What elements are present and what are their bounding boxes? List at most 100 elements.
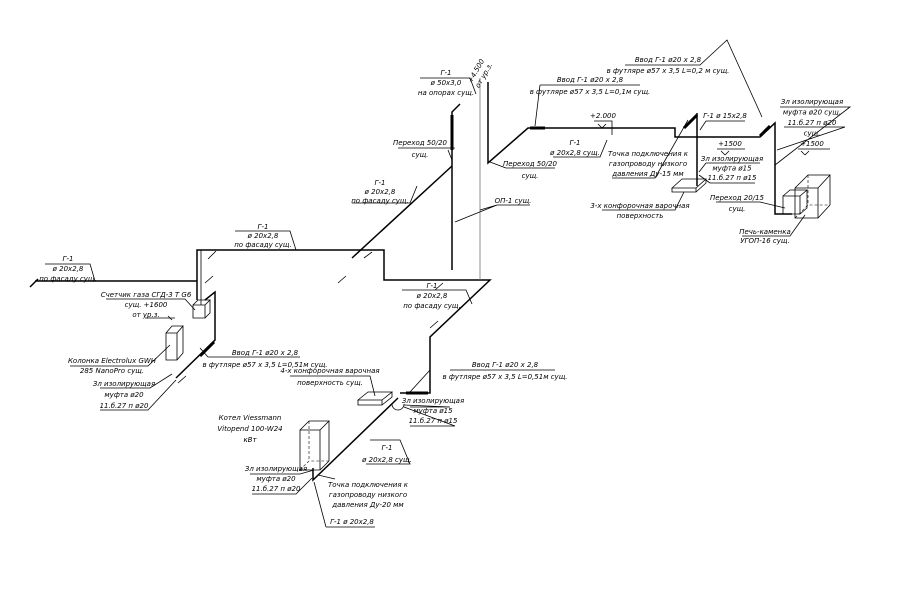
pipe-ticks bbox=[177, 250, 444, 384]
label-boiler-line: Котел Viessmann bbox=[219, 414, 282, 422]
label-pipe-mid-line: ø 20x2,8 сущ. bbox=[549, 149, 600, 157]
label-reducer-50-20-right-line: сущ. bbox=[522, 172, 539, 180]
leaders bbox=[45, 39, 852, 528]
label-insulating-coupling-2: Зл изолирующая муфта ø20 11.б.27 п ø20 bbox=[245, 465, 307, 493]
label-insulating-coupling-1-line: муфта ø20 bbox=[104, 391, 144, 399]
label-water-heater-line: 285 NanoPro сущ. bbox=[80, 367, 144, 375]
hob-4-box bbox=[356, 391, 394, 406]
label-support-pipe-line: Г-1 bbox=[441, 69, 452, 77]
label-support-op1-line: ОП-1 сущ. bbox=[495, 197, 532, 205]
label-connection-point-20-line: газопроводу низкого bbox=[329, 491, 407, 499]
label-insulating-coupling-2-line: Зл изолирующая bbox=[245, 465, 307, 473]
label-insulating-coupling-3-line: Зл изолирующая bbox=[402, 397, 464, 405]
pipe-facade-main bbox=[196, 249, 492, 394]
boiler-box bbox=[299, 420, 330, 471]
label-pipe-bottom: Г-1 ø 20x2,8 bbox=[330, 518, 374, 526]
pipe-upper-diagonal bbox=[351, 165, 453, 259]
label-elevation-2000-line: +2.000 bbox=[590, 112, 616, 120]
label-sauna-stove-line: Печь-каменка bbox=[739, 228, 791, 236]
label-facade-pipe-top-line: по фасаду сущ. bbox=[234, 241, 292, 249]
label-inlet-4: Ввод Г-1 ø20 x 2,8в футляре ø57 x 3,5 L=… bbox=[607, 56, 730, 75]
label-reducer-20-15-line: сущ. bbox=[729, 205, 746, 213]
label-insulating-coupling-2-line: муфта ø20 bbox=[256, 475, 296, 483]
label-hob-3-line: 3-х конфорочная варочная bbox=[590, 202, 689, 210]
label-pipe-diagonal-line: ø 20x2,8 сущ. bbox=[361, 456, 412, 464]
label-facade-pipe-top-line: ø 20x2,8 bbox=[247, 232, 279, 240]
valve-arc bbox=[391, 403, 405, 411]
label-elevation-1500-a: +1500 bbox=[718, 140, 742, 148]
label-inlet-1: Ввод Г-1 ø20 x 2,8в футляре ø57 x 3,5 L=… bbox=[202, 349, 327, 369]
gas-meter-box bbox=[192, 299, 211, 319]
inlet-sleeve-5 bbox=[758, 124, 772, 138]
equipment bbox=[165, 174, 831, 471]
pipe-left-facade bbox=[29, 278, 197, 288]
water-heater-box bbox=[165, 325, 184, 361]
label-gas-meter-line: сущ. +1600 bbox=[125, 301, 168, 309]
label-facade-pipe-right-line: по фасаду сущ. bbox=[403, 302, 461, 310]
pipe-riser-50 bbox=[451, 103, 461, 270]
label-insulating-coupling-2-line: 11.б.27 п ø20 bbox=[252, 485, 301, 493]
label-inlet-3-line: в футляре ø57 x 3,5 L=0,1м сущ. bbox=[530, 88, 651, 96]
label-connection-point-20-line: давления Ду-20 мм bbox=[331, 501, 404, 509]
label-support-pipe-line: ø 50x3,0 bbox=[430, 79, 462, 87]
label-pipe-mid-line: Г-1 bbox=[570, 139, 581, 147]
label-facade-pipe-top-line: Г-1 bbox=[258, 223, 269, 231]
label-insulating-coupling-4-line: Зл изолирующая bbox=[701, 155, 763, 163]
label-boiler-line: кВт bbox=[243, 436, 257, 444]
label-pipe-diagonal-line: Г-1 bbox=[382, 444, 393, 452]
label-connection-point-15-line: давления Ду-15 мм bbox=[611, 170, 684, 178]
inlet-sleeve-1 bbox=[198, 340, 216, 358]
label-insulating-coupling-3-line: 11.б.27 п ø15 bbox=[409, 417, 458, 425]
label-elevation-2000: +2.000 bbox=[590, 112, 616, 120]
label-elevation-1500-a-line: +1500 bbox=[718, 140, 742, 148]
boiler-hidden-edges bbox=[299, 421, 329, 471]
label-pipe-diagonal: Г-1 ø 20x2,8 сущ. bbox=[361, 444, 412, 464]
label-facade-pipe-left-line: ø 20x2,8 bbox=[52, 265, 84, 273]
label-inlet-4-line: Ввод Г-1 ø20 x 2,8 bbox=[635, 56, 702, 64]
label-gas-meter-line: от ур.з. bbox=[132, 311, 159, 319]
label-reducer-20-15: Переход 20/15 сущ. bbox=[710, 194, 765, 213]
label-insulating-coupling-1: Зл изолирующая муфта ø20 11.б.27 п ø20 bbox=[93, 380, 155, 410]
label-insulating-coupling-5-line: сущ. bbox=[804, 130, 821, 138]
label-support-pipe-line: на опорах сущ. bbox=[418, 89, 474, 97]
label-hob-4: 4-х конфорочная варочная поверхность сущ. bbox=[280, 367, 379, 387]
label-insulating-coupling-1-line: Зл изолирующая bbox=[93, 380, 155, 388]
inlet-sleeve-4 bbox=[682, 113, 699, 130]
label-facade-pipe-upper-line: по фасаду сущ. bbox=[351, 197, 409, 205]
label-connection-point-20-line: Точка подключения к bbox=[328, 481, 409, 489]
label-reducer-20-15-line: Переход 20/15 bbox=[710, 194, 765, 202]
label-insulating-coupling-4-line: муфта ø15 bbox=[712, 165, 752, 173]
label-insulating-coupling-3-line: муфта ø15 bbox=[413, 407, 453, 415]
label-reducer-50-20-right-line: Переход 50/20 bbox=[503, 160, 558, 168]
label-support-pipe: Г-1 ø 50x3,0 на опорах сущ. bbox=[418, 69, 474, 97]
label-facade-pipe-upper-line: Г-1 bbox=[375, 179, 386, 187]
label-connection-point-15-line: Точка подключения к bbox=[608, 150, 689, 158]
label-connection-point-20: Точка подключения к газопроводу низкого да… bbox=[328, 481, 409, 509]
label-facade-pipe-upper-line: ø 20x2,8 bbox=[364, 188, 396, 196]
label-boiler-line: Vitopend 100-W24 bbox=[217, 425, 282, 433]
label-facade-pipe-left: Г-1ø 20x2,8по фасаду сущ. bbox=[39, 255, 97, 283]
label-hob-4-line: поверхность сущ. bbox=[297, 379, 363, 387]
pipelines bbox=[29, 78, 792, 482]
annotation-labels: Г-1ø 20x2,8по фасаду сущ.Счетчик газа СГ… bbox=[39, 56, 843, 526]
label-facade-pipe-right: Г-1ø 20x2,8по фасаду сущ. bbox=[403, 282, 461, 310]
pipe-to-water-heater bbox=[175, 290, 216, 379]
label-reducer-50-20-right: Переход 50/20 сущ. bbox=[503, 160, 558, 180]
label-insulating-coupling-1-line: 11.б.27 п ø20 bbox=[100, 402, 149, 410]
label-water-heater-line: Колонка Electrolux GWH bbox=[68, 357, 157, 365]
label-facade-pipe-right-line: Г-1 bbox=[427, 282, 438, 290]
label-inlet-3: Ввод Г-1 ø20 x 2,8в футляре ø57 x 3,5 L=… bbox=[530, 76, 651, 96]
label-inlet-1-line: в футляре ø57 x 3,5 L=0,51м сущ. bbox=[202, 361, 327, 369]
label-sauna-stove-line: УГОП-16 сущ. bbox=[740, 237, 789, 245]
label-hob-4-line: 4-х конфорочная варочная bbox=[280, 367, 379, 375]
label-insulating-coupling-5-line: муфта ø20 сущ. bbox=[783, 109, 841, 117]
reducer-box bbox=[782, 189, 809, 215]
